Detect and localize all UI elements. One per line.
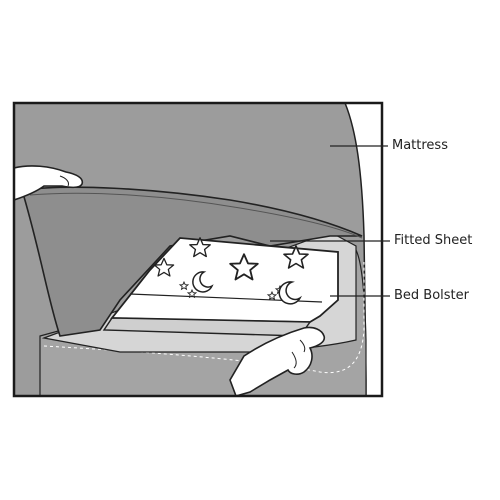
fitted-sheet-hem <box>29 192 363 239</box>
right-hand-finger <box>291 351 297 369</box>
fitted-sheet <box>20 186 363 337</box>
right-hand-finger <box>299 339 306 353</box>
left-hand-thumb <box>59 175 69 187</box>
illustration-frame <box>12 101 384 398</box>
moon-icon <box>278 281 303 305</box>
left-hand <box>14 165 84 201</box>
moon-icon <box>192 271 214 293</box>
bed-bolster-label: Bed Bolster <box>394 288 469 303</box>
mattress-label: Mattress <box>392 138 448 153</box>
right-hand <box>229 326 326 396</box>
fitted-sheet-label: Fitted Sheet <box>394 233 473 248</box>
